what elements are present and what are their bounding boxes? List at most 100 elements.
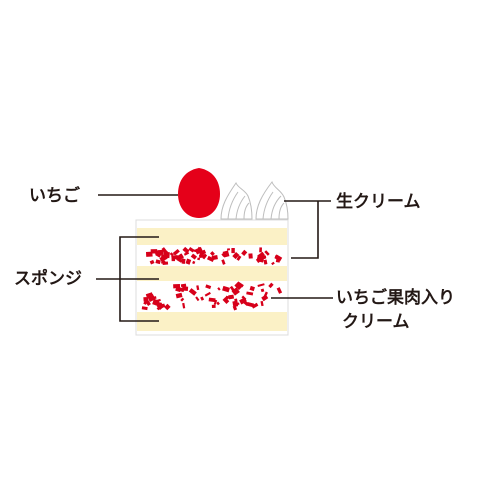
strawberry-bit <box>204 291 211 297</box>
strawberry-bit <box>164 303 171 311</box>
sponge-layer-top <box>137 228 287 245</box>
strawberry-bit <box>205 284 212 290</box>
strawberry-bit <box>143 296 149 302</box>
strawberry-bit <box>175 286 182 293</box>
strawberry-bit <box>172 248 180 256</box>
strawberry-bit <box>173 283 181 289</box>
strawberry-bit <box>242 300 249 306</box>
strawberry-bit <box>261 294 269 302</box>
strawberry-bit <box>147 293 156 302</box>
label-fresh-cream: 生クリーム <box>336 192 421 212</box>
strawberry-bit <box>190 253 198 260</box>
strawberry-bit <box>222 285 230 293</box>
strawberry-bit <box>208 297 216 303</box>
strawberry-bit <box>232 302 240 306</box>
strawberry-bit <box>175 292 183 299</box>
strawberry-bit <box>257 283 265 287</box>
strawberry-bit <box>232 305 238 311</box>
strawberry-bit <box>241 295 247 301</box>
strawberry-bit <box>213 299 218 305</box>
strawberry-bit <box>226 248 231 251</box>
strawberry-bit <box>161 260 166 265</box>
strawberry-bit <box>195 296 200 302</box>
strawberry-bit <box>268 282 274 289</box>
strawberry-bit <box>231 287 240 296</box>
strawberry-bit <box>200 296 205 301</box>
strawberry-bit <box>275 258 281 263</box>
strawberry-bit <box>169 252 174 257</box>
strawberry-bit <box>183 251 190 256</box>
strawberry-bit <box>171 257 176 262</box>
label-sponge: スポンジ <box>14 269 82 289</box>
strawberry-bit <box>232 251 240 260</box>
label-fruit-cream-line2: クリーム <box>342 312 410 332</box>
strawberry-bit <box>229 285 235 292</box>
strawberry-bit <box>180 297 185 302</box>
strawberry-bit <box>176 253 185 261</box>
strawberry-bit <box>255 258 260 264</box>
strawberry-bit <box>197 257 201 261</box>
strawberry-bit <box>276 287 283 294</box>
whipped-cream-icon <box>220 180 289 220</box>
strawberry-bit <box>228 294 235 300</box>
strawberry-bit <box>188 247 195 253</box>
strawberry-bit <box>155 298 161 303</box>
strawberry-bit <box>241 249 248 256</box>
strawberry-bit <box>221 259 226 265</box>
strawberry-bit <box>246 291 254 296</box>
strawberry-bit <box>224 295 229 300</box>
strawberry-bit <box>222 250 230 258</box>
strawberry-bit <box>181 286 189 291</box>
strawberry-bit <box>202 253 208 260</box>
label-fruit-cream-line1: いちご果肉入り <box>336 288 455 308</box>
strawberry-bit <box>211 304 216 309</box>
label-strawberry: いちご <box>29 186 80 206</box>
strawberry-bit <box>182 246 188 252</box>
strawberry-bit <box>156 304 162 311</box>
leader-lines <box>96 194 333 322</box>
strawberry-bit <box>248 253 253 259</box>
strawberry-bit <box>185 258 192 265</box>
strawberry-bit <box>149 259 155 265</box>
strawberry-bit <box>150 249 158 254</box>
strawberry-bit <box>145 292 153 298</box>
sponge-layer-middle <box>137 266 287 281</box>
strawberry-bit <box>249 285 255 292</box>
strawberry-bit <box>260 288 265 293</box>
strawberry-bit <box>234 281 243 291</box>
sponge-layer-bottom <box>137 312 287 331</box>
strawberry-icon <box>178 168 220 218</box>
strawberry-bit <box>196 285 200 291</box>
strawberry-bit <box>143 300 148 305</box>
strawberry-bit <box>182 302 186 309</box>
strawberry-bit <box>211 255 218 261</box>
fruit-cream-layer-top <box>137 246 287 266</box>
strawberry-bit <box>192 260 196 265</box>
strawberry-bit <box>236 255 242 261</box>
strawberry-bit <box>163 251 169 257</box>
strawberry-bit <box>251 302 259 309</box>
fruit-cream-layer-bottom <box>137 281 287 312</box>
strawberry-bit <box>264 250 270 256</box>
strawberry-bit <box>257 251 265 259</box>
strawberry-bit <box>260 300 264 307</box>
strawberry-bit <box>206 255 215 263</box>
strawberry-bit <box>263 259 268 265</box>
strawberry-bit <box>181 258 186 265</box>
strawberry-bit <box>198 249 207 256</box>
strawberry-bit <box>145 299 151 306</box>
strawberry-bit <box>184 248 190 254</box>
strawberry-bit <box>217 287 221 291</box>
strawberry-bit <box>274 255 280 259</box>
strawberry-bit <box>188 288 197 296</box>
strawberry-bit <box>231 248 235 254</box>
strawberry-bit <box>222 297 230 304</box>
strawberry-bit <box>210 251 215 257</box>
leader-line-fresh-cream <box>284 200 331 259</box>
strawberry-bit <box>194 246 204 255</box>
strawberry-bit <box>180 283 187 288</box>
strawberry-bit <box>141 306 148 311</box>
strawberry-bit <box>216 301 220 306</box>
